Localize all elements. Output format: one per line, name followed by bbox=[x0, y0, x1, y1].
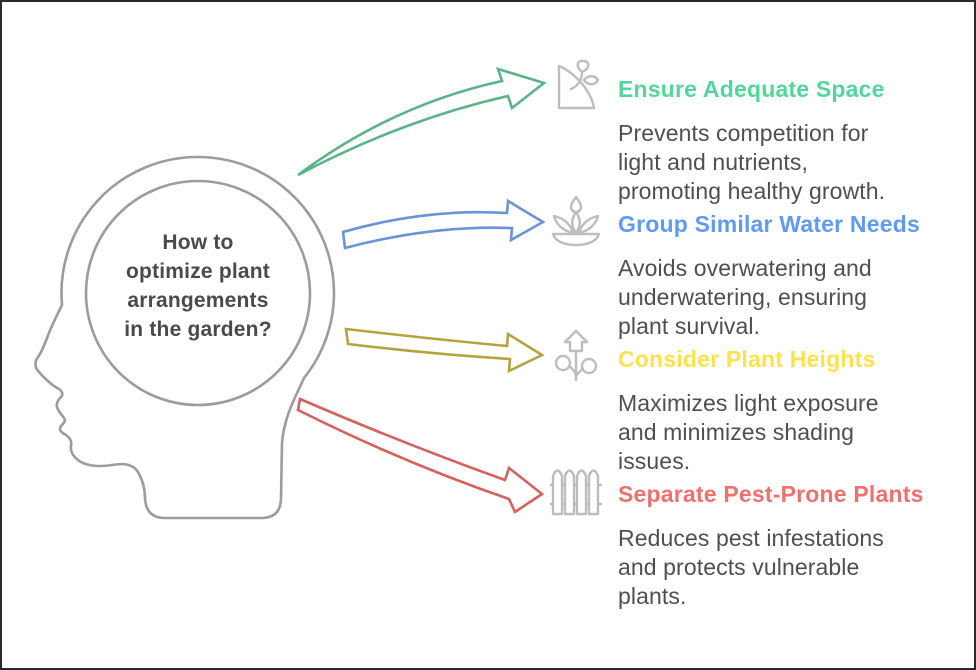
item-title: Consider Plant Heights bbox=[618, 346, 876, 372]
item-title: Ensure Adequate Space bbox=[618, 76, 885, 102]
item-description: Reduces pest infestations and protects v… bbox=[618, 525, 884, 609]
arrow-to-adequate-space bbox=[297, 67, 547, 177]
plant-height-arrow-icon bbox=[548, 328, 604, 384]
lotus-water-icon bbox=[548, 193, 604, 249]
picket-fence-icon bbox=[548, 463, 604, 519]
central-question: How to optimize plant arrangements in th… bbox=[124, 231, 272, 341]
thought-circle bbox=[84, 179, 312, 407]
item-description: Prevents competition for light and nutri… bbox=[618, 120, 886, 204]
sprout-bed-icon bbox=[548, 59, 604, 115]
item-description: Avoids overwatering and underwatering, e… bbox=[618, 255, 872, 339]
item-description: Maximizes light exposure and minimizes s… bbox=[618, 390, 879, 474]
arrow-to-pest-prone bbox=[296, 397, 545, 514]
item-pest-prone: Separate Pest-Prone Plants Reduces pest … bbox=[618, 481, 963, 611]
item-adequate-space: Ensure Adequate Space Prevents competiti… bbox=[618, 76, 963, 206]
item-plant-heights: Consider Plant Heights Maximizes light e… bbox=[618, 346, 963, 476]
item-title: Group Similar Water Needs bbox=[618, 211, 920, 237]
item-water-needs: Group Similar Water Needs Avoids overwat… bbox=[618, 211, 963, 341]
head-profile-outline bbox=[34, 155, 336, 520]
arrow-to-water-needs bbox=[341, 198, 546, 250]
item-title: Separate Pest-Prone Plants bbox=[618, 481, 924, 507]
arrow-to-plant-heights bbox=[344, 327, 545, 374]
